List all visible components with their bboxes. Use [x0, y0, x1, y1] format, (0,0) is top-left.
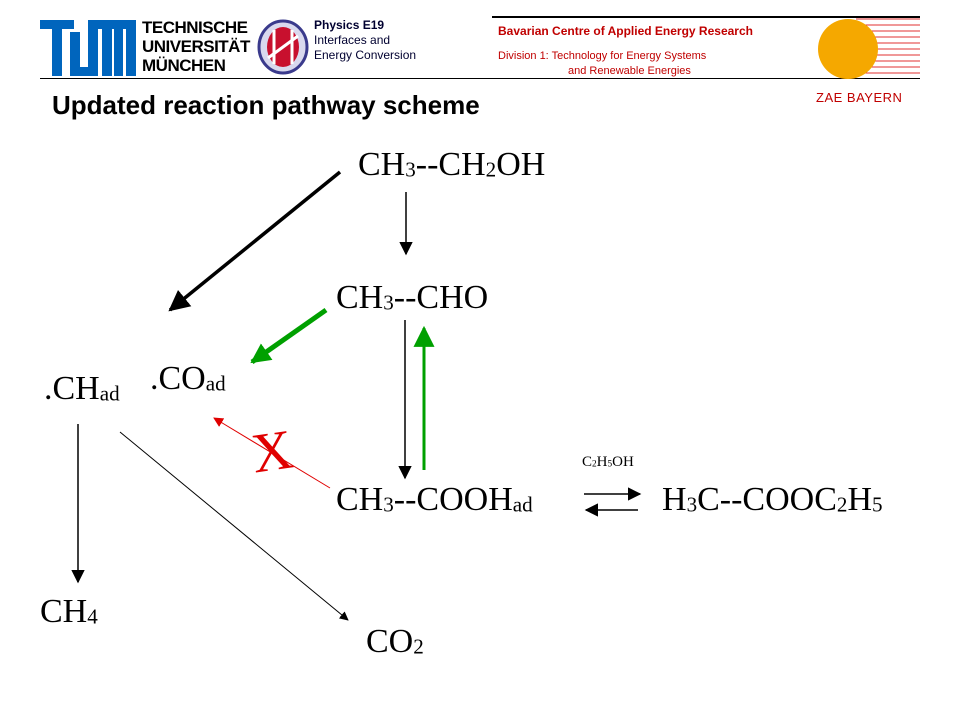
- zae-sun-logo: [818, 18, 920, 79]
- physics-logo-diagonal: [267, 34, 299, 60]
- ester-sub-1: 3: [686, 492, 698, 517]
- ch-ad-part-1: .CH: [44, 370, 100, 407]
- ethanol-part-2: --CH: [415, 146, 486, 183]
- arrow-chad-to-co2: [119, 431, 349, 621]
- ethanol-small-sub-1: 2: [592, 459, 597, 470]
- zae-sun-disc: [818, 19, 878, 79]
- header-bottom-rule: [40, 78, 920, 79]
- acetaldehyde-part-1: CH: [336, 279, 384, 316]
- species-ch-ad: .CHad: [44, 372, 120, 406]
- species-methane: CH4: [40, 595, 98, 629]
- university-name-line1: TECHNISCHE: [142, 18, 248, 37]
- ethanol-part-3: OH: [496, 146, 546, 183]
- ethanol-part-1: CH: [358, 146, 406, 183]
- co2-part-1: CO: [366, 623, 414, 660]
- species-acetic-acid: CH3--COOHad: [336, 483, 533, 517]
- zae-bayern-label: ZAE BAYERN: [816, 90, 903, 105]
- ethanol-small-part-2: H: [596, 454, 608, 470]
- physics-e19-line3: Energy Conversion: [314, 48, 417, 62]
- ester-sub-3: 5: [872, 492, 883, 517]
- bavarian-centre-title: Bavarian Centre of Applied Energy Resear…: [498, 24, 753, 38]
- acetaldehyde-sub-1: 3: [383, 290, 394, 315]
- ethanol-small-part-3: OH: [612, 454, 634, 470]
- species-co2: CO2: [366, 625, 424, 659]
- bavarian-centre-division-2: and Renewable Energies: [568, 65, 691, 77]
- header-top-rule: [492, 16, 920, 18]
- ethanol-reagent-label: C2H5OH: [582, 455, 634, 470]
- physics-e19-logo: [257, 19, 309, 75]
- ester-sub-2: 2: [836, 492, 848, 517]
- physics-e19-title: Physics E19: [314, 18, 385, 32]
- university-name-line2: UNIVERSITÄT: [142, 37, 250, 56]
- tum-logo-u-right: [88, 20, 98, 76]
- university-name-line3: MÜNCHEN: [142, 56, 226, 75]
- physics-e19-line2: Interfaces and: [314, 33, 391, 47]
- methane-part-1: CH: [40, 593, 88, 630]
- ethanol-sub-1: 3: [405, 157, 416, 182]
- species-ethanol: CH3--CH2OH: [358, 148, 545, 182]
- ethanol-small-part-1: C: [582, 454, 593, 470]
- tum-logo-t-stem: [52, 20, 62, 76]
- species-ethyl-acetate: H3C--COOC2H5: [662, 483, 883, 517]
- ch-ad-sub-1: ad: [99, 381, 120, 406]
- bavarian-centre-division: Division 1: Technology for Energy System…: [498, 50, 707, 62]
- tum-logo-m-mid: [114, 20, 123, 76]
- methane-sub-1: 4: [87, 604, 98, 629]
- ester-part-3: H: [847, 481, 873, 518]
- arrow-ethanol-to-chad: [168, 170, 342, 312]
- tum-logo-u-bottom: [70, 67, 98, 76]
- acetaldehyde-part-2: --CHO: [393, 279, 489, 316]
- physics-e19-text: Physics E19 Interfaces and Energy Conver…: [314, 18, 416, 63]
- arrow-acetic-to-coad-blocked: [213, 417, 331, 489]
- ethanol-small-sub-2: 5: [607, 459, 613, 470]
- blocked-pathway-mark: X: [247, 418, 297, 486]
- ester-part-1: H: [662, 481, 687, 518]
- ethanol-sub-2: 2: [485, 157, 497, 182]
- university-name: TECHNISCHE UNIVERSITÄT MÜNCHEN: [142, 18, 250, 75]
- arrow-acetaldehyde-to-coad: [250, 307, 328, 365]
- acetic-part-2: --COOH: [393, 481, 513, 518]
- slide-title: Updated reaction pathway scheme: [52, 90, 480, 120]
- tum-logo-u-left: [70, 32, 80, 76]
- species-co-ad: .COad: [150, 362, 226, 396]
- co2-sub-1: 2: [413, 634, 424, 659]
- acetic-sub-2: ad: [512, 492, 533, 517]
- tum-logo-m-right: [126, 20, 136, 76]
- tum-logo-m-left: [102, 20, 112, 76]
- acetic-part-1: CH: [336, 481, 384, 518]
- species-acetaldehyde: CH3--CHO: [336, 281, 488, 315]
- co-ad-part-1: .CO: [150, 360, 206, 397]
- tum-logo: [40, 20, 136, 76]
- ester-part-2: C--COOC: [697, 481, 837, 518]
- co-ad-sub-1: ad: [205, 371, 226, 396]
- acetic-sub-1: 3: [383, 492, 394, 517]
